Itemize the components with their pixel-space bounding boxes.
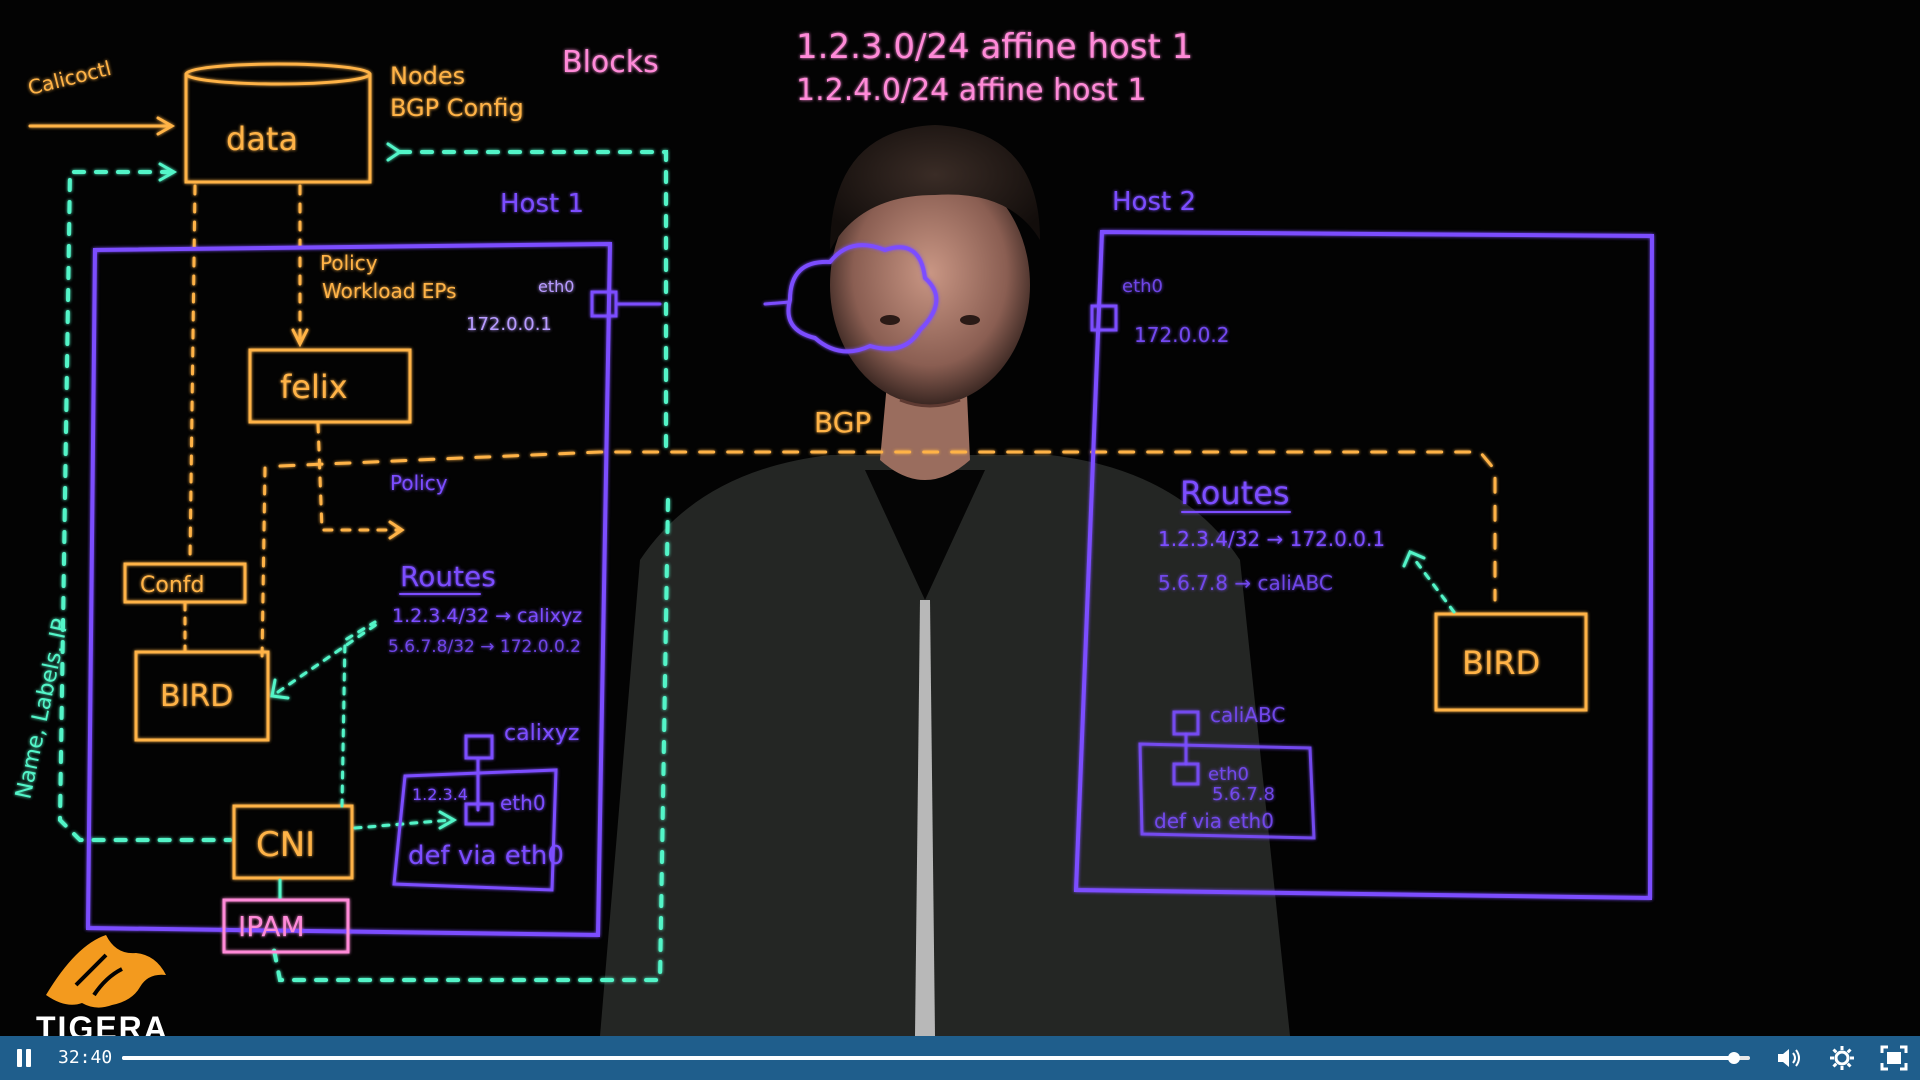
host2-cali-label: caliABC [1210, 703, 1285, 727]
progress-bar[interactable] [122, 1052, 1750, 1064]
tigera-logo-icon [46, 935, 166, 1008]
blocks-label: Blocks [562, 45, 659, 80]
host2-route-1: 1.2.3.4/32 → 172.0.0.1 [1158, 527, 1385, 551]
bgp-label: BGP [814, 406, 871, 439]
fullscreen-icon [1880, 1045, 1908, 1071]
volume-icon [1778, 1049, 1800, 1067]
lightboard-diagram: 1.2.3.0/24 affine host 1 1.2.4.0/24 affi… [11, 27, 1655, 1036]
datastore-label: data [226, 120, 298, 158]
host1-route-1: 1.2.3.4/32 → calixyz [392, 605, 582, 627]
progress-handle[interactable] [1727, 1052, 1740, 1064]
host1-bird-label: BIRD [160, 679, 233, 714]
felix-label: felix [280, 368, 348, 406]
fullscreen-button[interactable] [1878, 1042, 1910, 1074]
policy-label: Policy [390, 471, 448, 495]
confd-label: Confd [140, 573, 204, 598]
ipam-label: IPAM [238, 910, 305, 943]
host2-pod-route: def via eth0 [1154, 809, 1274, 833]
block-affinity-line-1: 1.2.3.0/24 affine host 1 [796, 27, 1193, 67]
video-frame[interactable]: 1.2.3.0/24 affine host 1 1.2.4.0/24 affi… [0, 0, 1920, 1036]
host1-pod-eth0: eth0 [500, 791, 546, 815]
host1-route-2: 5.6.7.8/32 → 172.0.0.2 [388, 637, 581, 657]
host1-routes-title: Routes [400, 560, 496, 593]
host1-pod-ip: 1.2.3.4 [412, 785, 468, 804]
host2-bird-label: BIRD [1462, 644, 1540, 682]
brand-name: TIGERA [36, 1010, 169, 1036]
name-labels-ip: Name, Labels, IP [11, 617, 74, 802]
host1-title: Host 1 [500, 189, 584, 219]
pause-button[interactable] [14, 1048, 34, 1068]
current-time: 32:40 [58, 1047, 113, 1068]
host1-eth0: eth0 [538, 277, 574, 296]
bgp-config-label: BGP Config [390, 94, 524, 122]
host2-eth0: eth0 [1122, 276, 1163, 297]
progress-fill [122, 1056, 1734, 1060]
host1-pod-route: def via eth0 [408, 841, 564, 871]
host2-ip: 172.0.0.2 [1134, 323, 1229, 347]
host1-cali-label: calixyz [504, 721, 579, 746]
host2-title: Host 2 [1112, 187, 1196, 217]
host1-ip: 172.0.0.1 [466, 314, 552, 335]
gear-icon [1830, 1046, 1854, 1070]
volume-button[interactable] [1772, 1042, 1804, 1074]
nodes-label: Nodes [390, 62, 465, 90]
workload-eps-note: Workload EPs [322, 279, 457, 303]
cni-label: CNI [256, 825, 315, 865]
host2-pod-eth0: eth0 [1208, 764, 1249, 785]
calicoctl-label: Calicoctl [25, 56, 113, 100]
host2-routes-title: Routes [1180, 474, 1290, 512]
host2-pod-ip: 5.6.7.8 [1212, 784, 1275, 805]
settings-button[interactable] [1826, 1042, 1858, 1074]
datastore-cylinder [184, 62, 372, 184]
policy-note: Policy [320, 251, 378, 275]
video-controls: 32:40 [0, 1036, 1920, 1080]
block-affinity-line-2: 1.2.4.0/24 affine host 1 [796, 73, 1147, 108]
host2-route-2: 5.6.7.8 → caliABC [1158, 571, 1333, 595]
